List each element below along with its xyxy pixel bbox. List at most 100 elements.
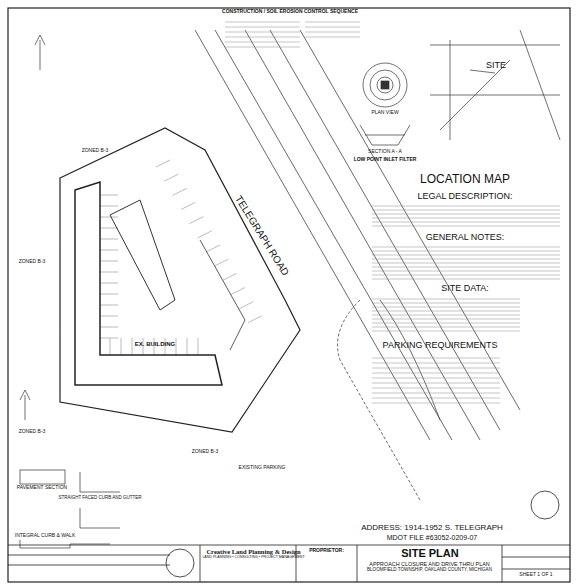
note-text-line [372, 299, 520, 300]
map-label: EXISTING PARKING [239, 465, 286, 471]
parking-stall [214, 259, 228, 266]
note-text-line [305, 37, 360, 38]
plan-box: Creative Land Planning & DesignLAND PLAN… [201, 547, 306, 581]
box-text: Creative Land Planning & Design [202, 548, 305, 555]
map-label: SITE DATA: [441, 284, 489, 294]
note-text-line [372, 275, 560, 276]
note-text-line [372, 388, 500, 389]
note-text-line [372, 331, 520, 332]
note-text-line [372, 255, 560, 256]
note-text-line [225, 42, 300, 43]
map-label: MDOT FILE #63052-0209-07 [387, 534, 478, 542]
note-text-line [305, 22, 360, 23]
box-text: APPROACH CLOSURE AND DRIVE THRU PLAN [359, 561, 500, 567]
note-text-line [372, 267, 560, 268]
box-text: BLOOMFIELD TOWNSHIP, OAKLAND COUNTY, MIC… [359, 567, 500, 572]
parking-stall [100, 305, 118, 306]
parking-stall [132, 338, 133, 355]
parking-stall [100, 327, 118, 328]
map-label: PLAN VIEW [371, 110, 398, 116]
parking-stall [164, 174, 178, 181]
note-text-line [372, 315, 520, 316]
note-text-line [372, 403, 500, 404]
parking-stall [100, 338, 118, 339]
box-text: LAND PLANNING • CONSULTING • PROJECT MAN… [202, 555, 305, 559]
map-label: GENERAL NOTES: [426, 233, 505, 243]
note-text-line [372, 226, 560, 227]
parking-stall [100, 261, 118, 262]
parking-stall [181, 203, 195, 210]
note-text-line [225, 47, 300, 48]
note-text-line [372, 383, 500, 384]
map-label: STRAIGHT FACED CURB AND GUTTER [58, 496, 141, 501]
map-label: ADDRESS: 1914-1952 S. TELEGRAPH [361, 524, 503, 533]
note-text-line [372, 251, 560, 252]
parking-stall [187, 338, 188, 355]
note-text-line [372, 222, 560, 223]
note-text-line [372, 363, 500, 364]
map-label: SECTION A - A [368, 149, 402, 155]
note-text-line [372, 247, 560, 248]
note-text-line [372, 279, 560, 280]
map-label: CONSTRUCTION / SOIL EROSION CONTROL SEQU… [222, 9, 358, 15]
note-text-line [225, 27, 300, 28]
parking-stall [198, 231, 212, 238]
note-text-line [372, 358, 500, 359]
parking-stall [100, 283, 118, 284]
parking-stall [198, 338, 199, 355]
note-text-line [305, 27, 360, 28]
parking-stall [100, 195, 118, 196]
map-label: PARKING REQUIREMENTS [383, 341, 498, 351]
note-text-line [305, 32, 360, 33]
parking-stall [223, 273, 237, 280]
note-text-line [372, 311, 520, 312]
map-label: INTEGRAL CURB & WALK [15, 533, 75, 539]
plan-box: APPROACH CLOSURE AND DRIVE THRU PLANBLOO… [358, 560, 501, 581]
parking-stall [110, 338, 111, 355]
parking-stall [173, 188, 187, 195]
parking-stall [231, 288, 245, 295]
note-text-line [372, 327, 520, 328]
map-label: ZONED B-3 [82, 148, 109, 154]
note-text-line [372, 303, 520, 304]
note-text-line [225, 37, 300, 38]
note-text-line [372, 378, 500, 379]
note-text-line [372, 218, 560, 219]
parking-stall [100, 272, 118, 273]
map-label: ZONED B-3 [192, 449, 219, 455]
parking-stall [189, 217, 203, 224]
parking-stall [239, 302, 253, 309]
box-text: EX. BUILDING [121, 341, 189, 348]
note-text-line [372, 398, 500, 399]
plan-box: EX. BUILDING [120, 340, 190, 352]
map-label: LEGAL DESCRIPTION: [417, 192, 512, 202]
note-text-line [372, 323, 520, 324]
note-text-line [372, 393, 500, 394]
plan-box: PROPRIETOR: [297, 547, 356, 581]
note-text-line [372, 206, 560, 207]
box-text: PROPRIETOR: [298, 548, 355, 554]
parking-stall [100, 217, 118, 218]
parking-stall [206, 245, 220, 252]
map-label: ZONED B-3 [19, 429, 46, 435]
parking-stall [100, 250, 118, 251]
note-text-line [372, 214, 560, 215]
note-text-line [372, 271, 560, 272]
map-label: SITE [486, 61, 506, 71]
parking-stall [121, 338, 122, 355]
note-text-line [225, 22, 300, 23]
parking-stall [100, 206, 118, 207]
parking-stall [100, 316, 118, 317]
note-text-line [372, 319, 520, 320]
note-text-line [372, 210, 560, 211]
parking-stall [156, 160, 170, 167]
map-label: LOW POINT INLET FILTER [354, 157, 417, 163]
parking-stall [248, 316, 262, 323]
parking-stall [100, 228, 118, 229]
map-label: LOCATION MAP [420, 173, 510, 186]
parking-stall [100, 294, 118, 295]
map-label: SHEET 1 OF 1 [519, 572, 552, 578]
note-text-line [372, 373, 500, 374]
